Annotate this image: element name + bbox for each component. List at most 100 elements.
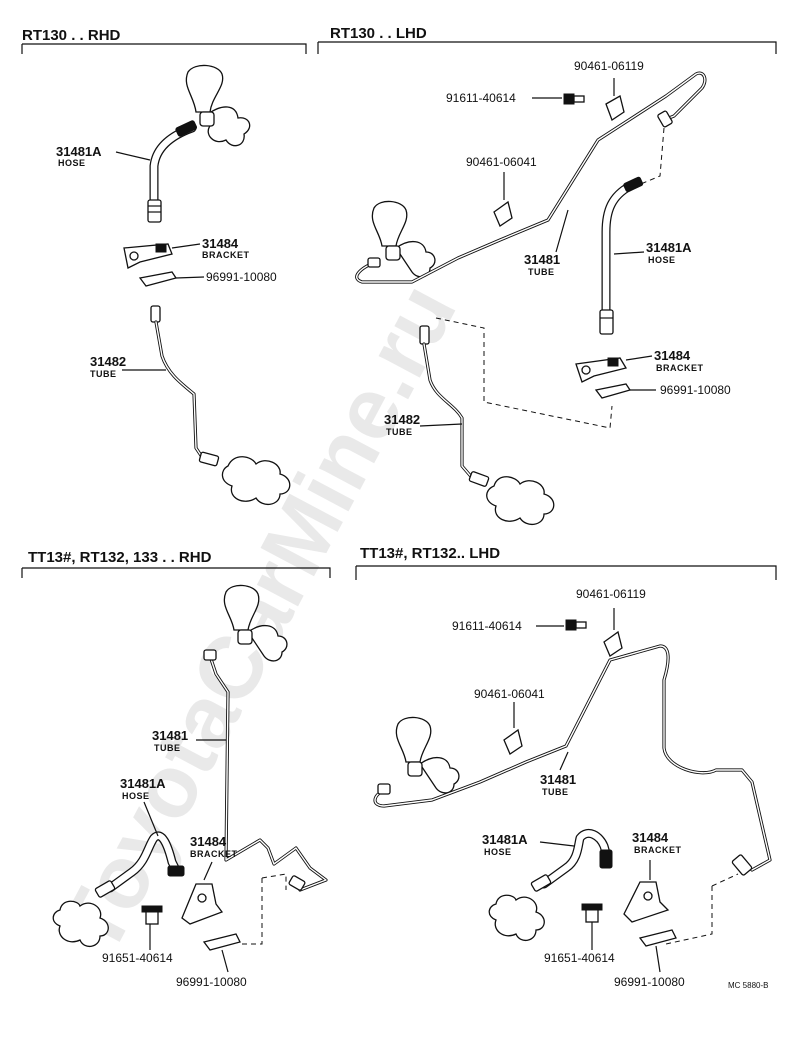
clip-96991 [202,933,241,951]
leader-line [655,945,661,973]
hose-31481a [530,829,613,892]
section-tt13-rhd: TT13#, RT132, 133 . . RHD 31481 TUBE 314… [21,549,331,989]
part-label: TUBE [386,427,413,437]
part-label: TUBE [154,743,181,753]
clamp-90461-06041 [503,728,523,755]
section-bracket-line [317,41,777,54]
part-number: 90461-06041 [466,155,537,169]
tube-31481 [203,649,328,892]
part-number: 96991-10080 [660,383,731,397]
part-label: TUBE [90,369,117,379]
part-label: BRACKET [634,845,682,855]
part-number: 91611-40614 [446,91,516,105]
leader-line [221,949,229,973]
section-rt130-lhd: RT130 . . LHD 90461-06119 91611-40614 90… [317,25,777,525]
bolt-91651-40614 [141,905,163,925]
hose-31481a [94,831,185,898]
part-label: HOSE [122,791,150,801]
tube-31481 [373,644,772,876]
section-bracket-line [21,43,307,54]
bolt-91651-40614 [581,903,603,923]
tube-31482 [419,325,490,487]
leader-line [419,423,463,427]
part-number: 31482 [384,412,420,427]
part-label: HOSE [58,158,86,168]
part-label: HOSE [648,255,676,265]
part-number: 31481A [482,832,528,847]
tube-31482 [150,305,220,467]
dashed-connector [665,873,739,945]
bracket-31484 [575,357,628,383]
wheel-cylinder-shape [488,894,545,941]
hose-31481a [599,176,644,335]
clamp-90461-06041 [493,200,513,227]
dashed-connector [635,127,665,187]
leader-line [555,209,569,253]
part-label: TUBE [528,267,555,277]
part-number: 96991-10080 [614,975,685,989]
part-label: BRACKET [190,849,238,859]
section-bracket-line [21,567,331,578]
part-number: 31482 [90,354,126,369]
master-cylinder-shape [371,200,436,278]
part-number: 31484 [202,236,239,251]
section-bracket-line [355,565,777,580]
leader-line [559,751,569,771]
section-header: RT130 . . LHD [330,25,427,42]
part-label: TUBE [542,787,569,797]
section-header: RT130 . . RHD [22,27,121,44]
part-number: 96991-10080 [206,270,277,284]
master-cylinder-shape [395,716,460,794]
leader-line [625,355,653,361]
part-number: 91651-40614 [544,951,615,965]
bolt-91611-40614 [565,619,587,631]
part-number: 96991-10080 [176,975,247,989]
section-tt13-lhd: TT13#, RT132.. LHD 90461-06119 91611-406… [355,545,777,990]
clip-96991 [138,271,178,287]
part-label: HOSE [484,847,512,857]
bracket-31484 [181,883,224,925]
hose-31481a [147,120,198,223]
figure-code: MC 5880-B [728,981,768,990]
bolt-91611-40614 [563,93,585,105]
wheel-cylinder-shape [221,456,291,505]
master-cylinder-shape [223,584,288,662]
part-number: 31484 [190,834,227,849]
part-number: 90461-06119 [576,587,646,601]
clamp-90461-06119 [605,95,625,121]
part-number: 31481A [120,776,166,791]
part-number: 90461-06119 [574,59,644,73]
leader-line [203,861,213,881]
section-header: TT13#, RT132, 133 . . RHD [28,549,212,566]
bracket-31484 [623,881,670,923]
section-rt130-rhd: RT130 . . RHD 31481A HOSE 31484 BRACKET [21,27,307,505]
part-number: 31481A [646,240,692,255]
part-number: 31481A [56,144,102,159]
part-number: 91611-40614 [452,619,522,633]
wheel-cylinder-shape [52,900,109,947]
part-label: BRACKET [656,363,704,373]
leader-line [143,801,159,837]
clip-96991 [594,383,632,399]
dashed-connector [240,873,287,945]
part-number: 31484 [632,830,669,845]
part-number: 31481 [524,252,560,267]
leader-line [175,276,205,279]
clip-96991 [638,929,677,947]
part-number: 91651-40614 [102,951,173,965]
bracket-31484 [123,243,173,269]
part-number: 31484 [654,348,691,363]
tube-31481 [355,71,707,284]
leader-line [171,243,201,249]
part-label: BRACKET [202,250,250,260]
part-number: 31481 [540,772,576,787]
wheel-cylinder-shape [486,476,555,525]
leader-line [539,841,575,847]
part-number: 90461-06041 [474,687,545,701]
clamp-90461-06119 [603,630,623,657]
section-header: TT13#, RT132.. LHD [360,545,500,562]
part-number: 31481 [152,728,188,743]
leader-line [115,151,151,161]
leader-line [613,251,645,255]
